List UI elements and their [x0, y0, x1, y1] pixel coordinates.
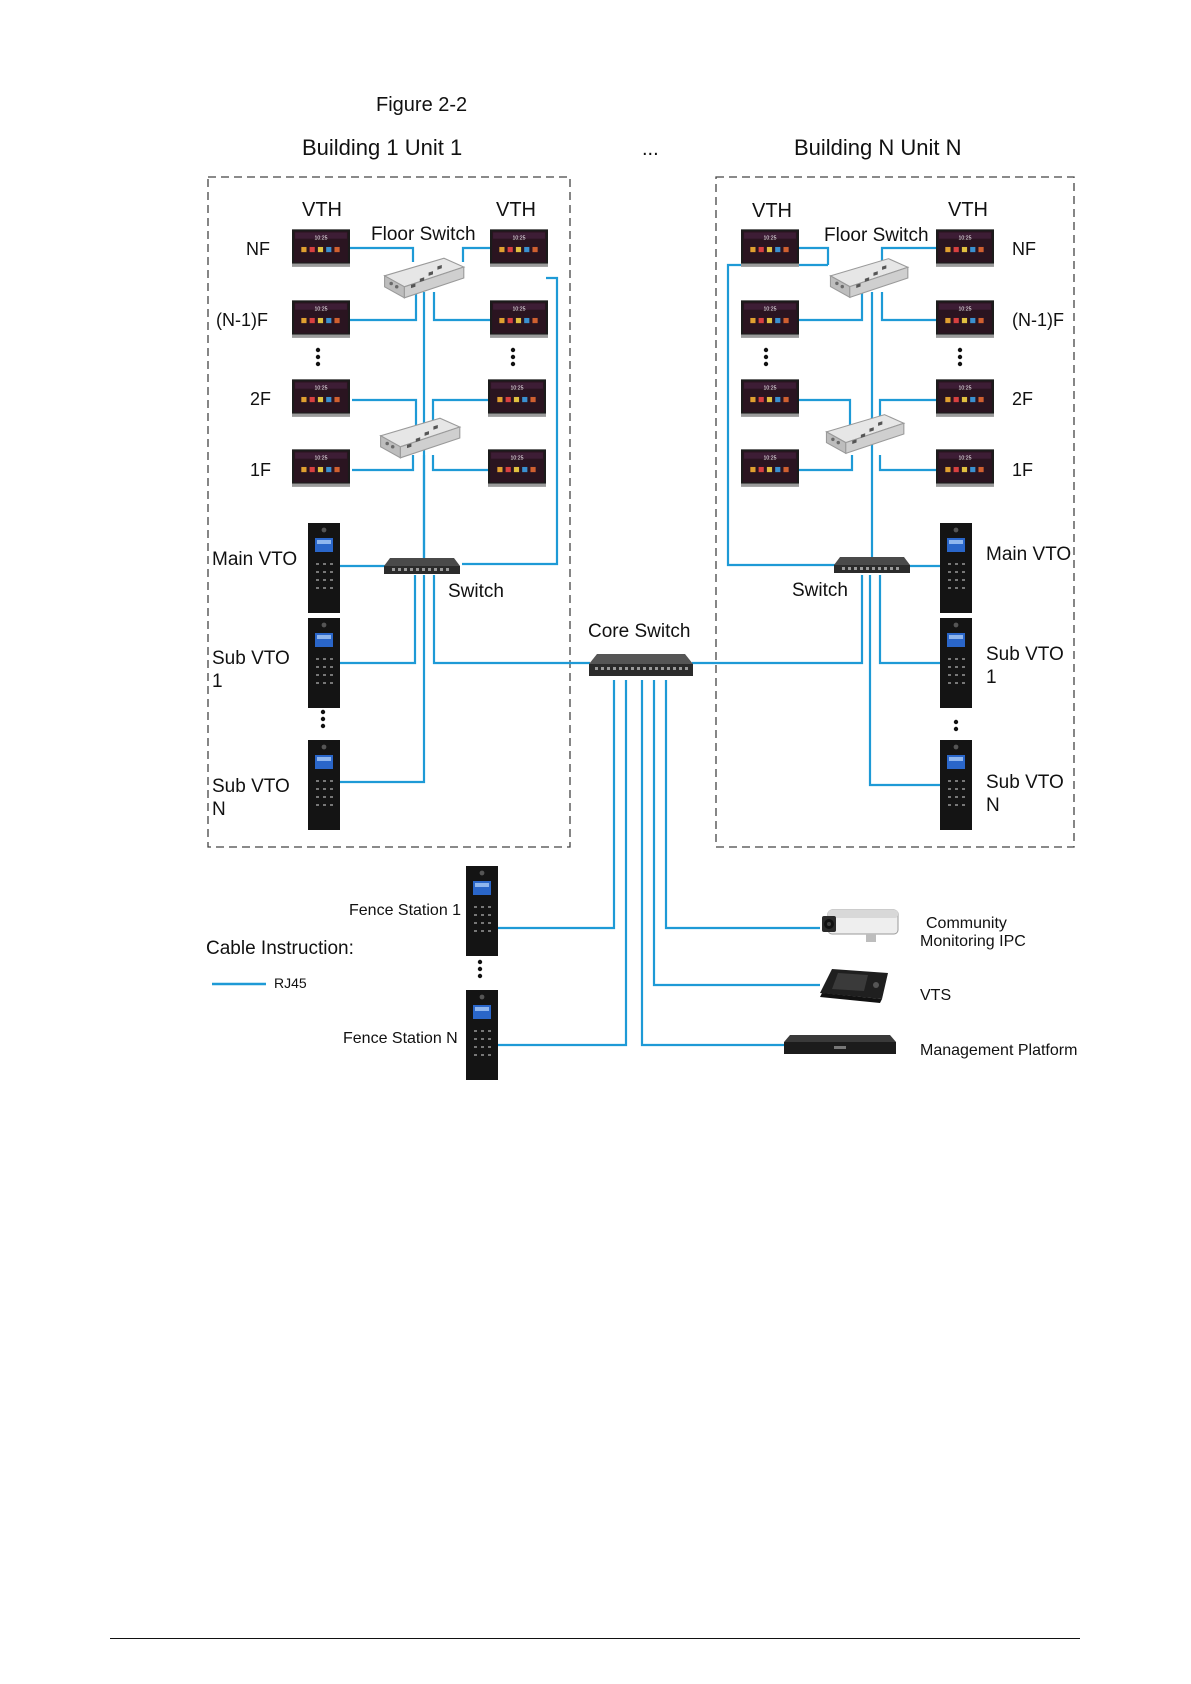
label-vth: VTH — [302, 199, 342, 221]
label-main-vto: Main VTO — [986, 544, 1071, 565]
rack-server-icon — [784, 1035, 896, 1054]
label-n-minus-1f: (N-1)F — [1012, 310, 1064, 330]
label-1f: 1F — [1012, 460, 1033, 480]
floor-switch-icon — [825, 414, 905, 454]
label-n-minus-1f: (N-1)F — [216, 310, 268, 330]
label-sub-vto: Sub VTO — [212, 648, 290, 669]
vth-monitor-icon — [936, 229, 994, 267]
legend-rj45-label: RJ45 — [274, 975, 307, 991]
label-switch: Switch — [792, 580, 848, 601]
label-fence-station-1: Fence Station 1 — [349, 902, 461, 919]
vth-monitor-icon — [292, 300, 350, 338]
label-nf: NF — [1012, 239, 1036, 259]
vth-monitor-icon — [488, 449, 546, 487]
vto-door-station-icon — [940, 740, 972, 830]
label-1f: 1F — [250, 460, 271, 480]
label-sub-vto-index: 1 — [212, 671, 223, 692]
vth-monitor-icon — [490, 300, 548, 338]
vth-monitor-icon — [490, 229, 548, 267]
label-sub-vto: Sub VTO — [986, 644, 1064, 665]
vto-door-station-icon — [308, 618, 340, 708]
label-nf: NF — [246, 239, 270, 259]
floor-switch-icon — [380, 417, 461, 459]
floor-switch-icon — [384, 257, 465, 299]
label-community-ipc-2: Monitoring IPC — [920, 933, 1026, 950]
vth-monitor-icon — [936, 379, 994, 417]
vts-console-icon — [820, 969, 888, 1003]
label-sub-vto: Sub VTO — [212, 776, 290, 797]
vth-monitor-icon — [292, 449, 350, 487]
vto-door-station-icon — [466, 866, 498, 956]
label-fence-station-n: Fence Station N — [343, 1030, 458, 1047]
label-management-platform: Management Platform — [920, 1042, 1077, 1059]
label-vts: VTS — [920, 987, 951, 1004]
network-switch-icon — [384, 558, 460, 574]
vth-monitor-icon — [741, 300, 799, 338]
vth-monitor-icon — [741, 449, 799, 487]
label-core-switch: Core Switch — [588, 621, 690, 642]
label-vth: VTH — [948, 199, 988, 221]
label-floor-switch: Floor Switch — [824, 225, 929, 246]
label-2f: 2F — [250, 389, 271, 409]
label-sub-vto-index: 1 — [986, 667, 997, 688]
label-switch: Switch — [448, 581, 504, 602]
label-vth: VTH — [496, 199, 536, 221]
vto-door-station-icon — [940, 523, 972, 613]
vth-monitor-icon — [936, 449, 994, 487]
vth-monitor-icon — [292, 379, 350, 417]
label-sub-vto-index: N — [212, 799, 226, 820]
label-2f: 2F — [1012, 389, 1033, 409]
legend-title: Cable Instruction: — [206, 938, 354, 959]
vth-monitor-icon — [741, 379, 799, 417]
figure-caption: Figure 2-2 — [376, 94, 467, 116]
vth-monitor-icon — [488, 379, 546, 417]
label-community-ipc-1: Community — [926, 915, 1007, 932]
label-main-vto: Main VTO — [212, 549, 297, 570]
core-switch-icon — [589, 654, 693, 676]
vth-monitor-icon — [936, 300, 994, 338]
vto-door-station-icon — [466, 990, 498, 1080]
label-floor-switch: Floor Switch — [371, 224, 476, 245]
building-ellipsis: ... — [642, 138, 659, 160]
label-sub-vto: Sub VTO — [986, 772, 1064, 793]
footer-rule — [110, 1638, 1080, 1639]
building-right-title: Building N Unit N — [794, 135, 962, 160]
vto-door-station-icon — [940, 618, 972, 708]
label-vth: VTH — [752, 200, 792, 222]
vth-monitor-icon — [741, 229, 799, 267]
ellipsis-dots — [315, 347, 963, 979]
building-right-box — [715, 176, 1075, 848]
vth-monitor-icon — [292, 229, 350, 267]
bullet-camera-icon — [821, 909, 899, 943]
vto-door-station-icon — [308, 740, 340, 830]
label-sub-vto-index: N — [986, 795, 1000, 816]
floor-switch-icon — [829, 258, 909, 298]
building-left-box — [207, 176, 571, 848]
building-left-title: Building 1 Unit 1 — [302, 135, 462, 160]
vto-door-station-icon — [308, 523, 340, 613]
network-switch-icon — [834, 557, 910, 573]
